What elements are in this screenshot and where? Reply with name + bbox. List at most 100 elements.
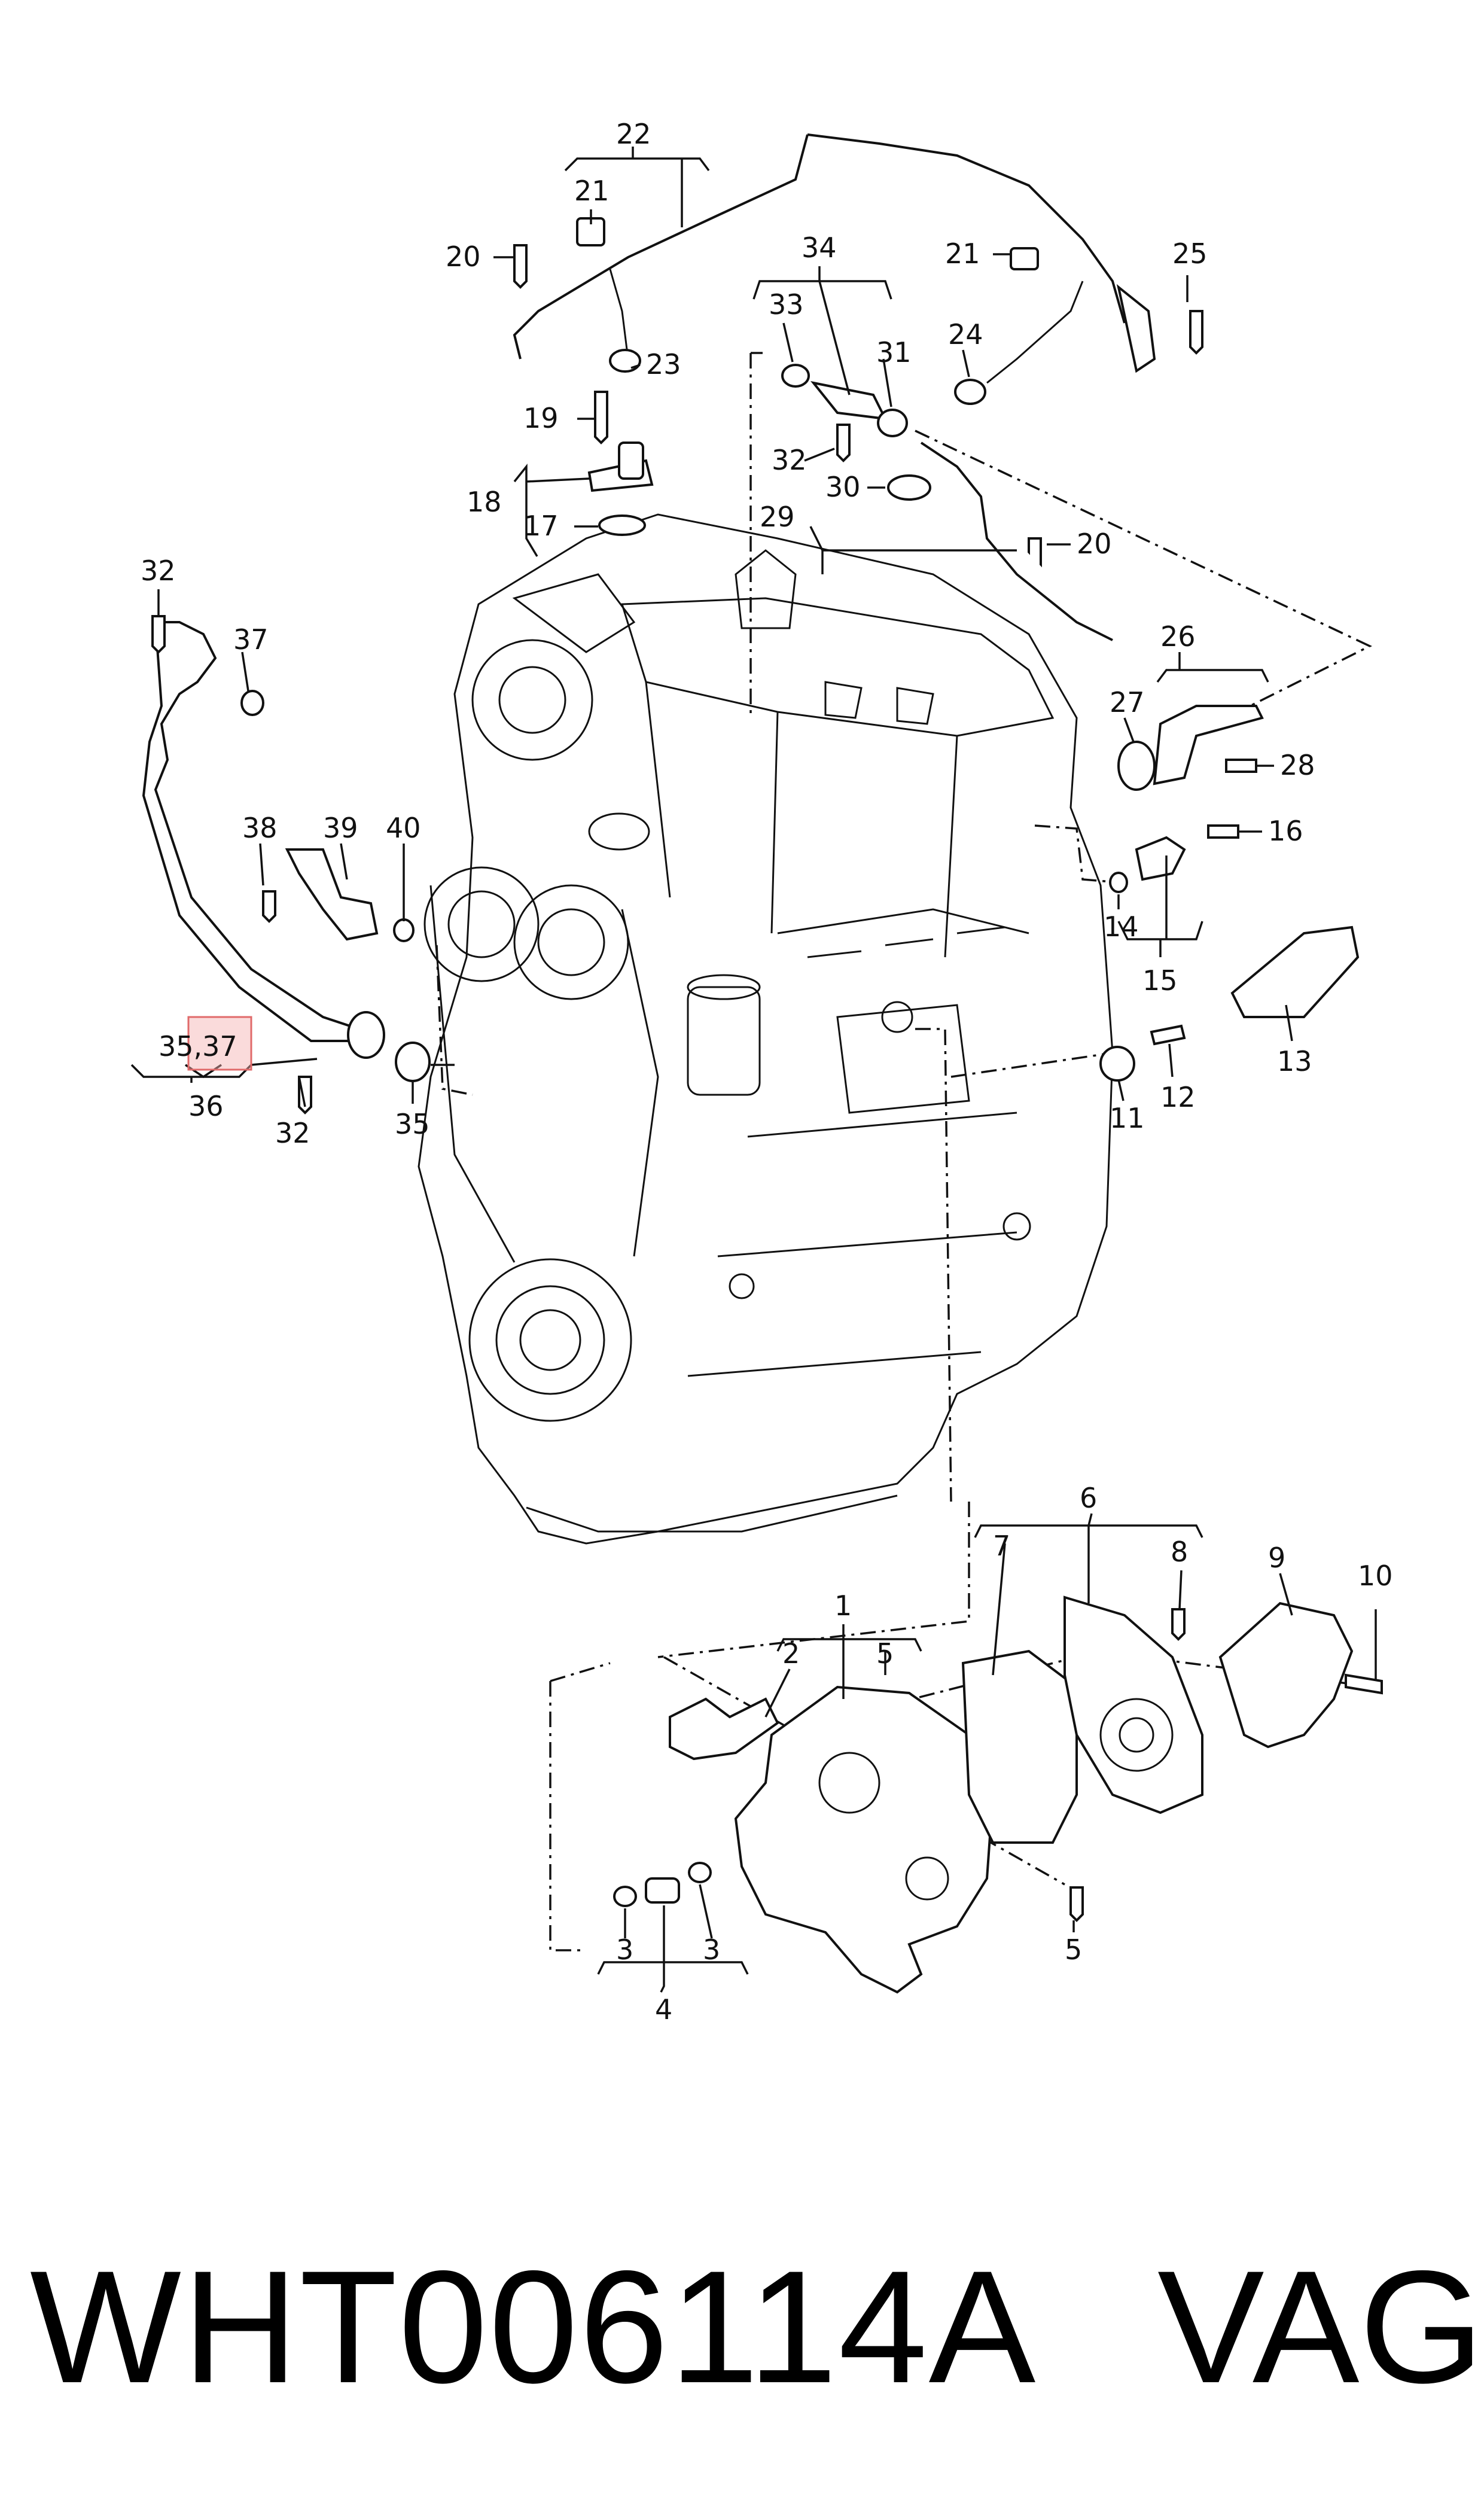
brand-label: VAG (1157, 2237, 1484, 2416)
callout-16: 16 (1268, 815, 1303, 847)
bolt-32a (836, 424, 851, 462)
callout-20a: 20 (446, 240, 481, 273)
callout-40: 40 (386, 812, 421, 844)
sensor-15 (1135, 836, 1186, 881)
callout-24: 24 (948, 318, 983, 351)
callout-11: 11 (1110, 1102, 1145, 1134)
callout-5b: 5 (1065, 1934, 1082, 1966)
ring-3b (688, 1862, 712, 1883)
callout-21b: 21 (945, 238, 980, 270)
clamp-24 (954, 379, 986, 405)
flange-36 (347, 1011, 385, 1059)
bolt-5 (1069, 1886, 1084, 1922)
callout-10: 10 (1358, 1560, 1393, 1592)
gasket-2 (669, 1697, 779, 1761)
callout-13: 13 (1277, 1045, 1312, 1077)
bolt-32b (151, 615, 166, 654)
clamp-23 (609, 349, 641, 373)
callout-39: 39 (323, 812, 358, 844)
leader-lines (435, 352, 1376, 1951)
ring-3a (613, 1886, 637, 1907)
connector-4 (645, 1877, 680, 1904)
bolt-32c (298, 1076, 312, 1115)
callout-8: 8 (1171, 1536, 1188, 1568)
bolt-12 (1150, 1024, 1186, 1046)
clamp-31 (877, 409, 908, 437)
coolant-pipe-22 (513, 134, 809, 360)
flange-26 (1153, 705, 1264, 785)
o-ring-37 (240, 690, 264, 716)
callout-19: 19 (523, 402, 559, 434)
bolt-19 (594, 391, 608, 444)
callout-37: 37 (233, 623, 269, 656)
callout-7: 7 (993, 1530, 1010, 1562)
callout-leaders (130, 147, 1377, 1993)
plug-11 (1099, 1046, 1135, 1082)
callout-14: 14 (1104, 911, 1139, 943)
callout-30: 30 (825, 471, 861, 503)
callout-23: 23 (646, 348, 681, 380)
pipe-29 (920, 442, 1113, 641)
callout-20b: 20 (1077, 528, 1112, 560)
callout-25: 25 (1172, 238, 1208, 270)
callout-33: 33 (769, 288, 804, 321)
connector-39 (285, 848, 379, 941)
parts-diagram: 22 21 20 23 19 18 17 34 33 31 32 30 29 2… (130, 118, 1393, 2026)
callout-6: 6 (1080, 1482, 1097, 1514)
clip-21b (1010, 247, 1039, 270)
seal-27 (1117, 741, 1156, 791)
callout-2: 2 (782, 1637, 800, 1670)
housing-1 (734, 1685, 995, 1994)
callout-34: 34 (802, 232, 837, 264)
callout-9: 9 (1268, 1542, 1285, 1574)
callout-31: 31 (876, 336, 912, 369)
callout-15: 15 (1142, 964, 1178, 997)
o-ring-33 (781, 364, 810, 388)
callout-17: 17 (523, 510, 559, 542)
ring-14 (1109, 872, 1128, 893)
o-ring-40 (393, 918, 415, 942)
parts (142, 133, 1383, 1994)
callout-22: 22 (616, 118, 651, 150)
gasket-7 (961, 1649, 1078, 1844)
callout-3a: 3 (616, 1934, 633, 1966)
coolant-line-upper (807, 133, 1126, 324)
highlight-box (187, 1016, 252, 1071)
hose-end-25 (1116, 284, 1156, 373)
bolt-10 (1345, 1673, 1383, 1695)
hose-36 (142, 621, 360, 1042)
callout-18: 18 (467, 486, 502, 518)
callout-1: 1 (834, 1590, 852, 1622)
callout-32c: 32 (275, 1117, 310, 1149)
callout-21a: 21 (574, 175, 610, 207)
o-ring-17 (598, 514, 646, 536)
callout-35-37: 35,37 (159, 1030, 237, 1062)
bolt-25 (1189, 310, 1203, 355)
bolt-8 (1171, 1608, 1186, 1641)
engine-block (418, 513, 1114, 1545)
callout-32b: 32 (141, 555, 176, 587)
bolt-16 (1207, 824, 1239, 839)
bolt-28 (1225, 759, 1257, 773)
callout-32a: 32 (772, 444, 807, 476)
pump-6 (1064, 1596, 1203, 1814)
callout-28: 28 (1280, 749, 1315, 781)
callout-36: 36 (188, 1090, 224, 1122)
callout-38: 38 (242, 812, 278, 844)
callout-27: 27 (1110, 686, 1145, 718)
bolt-20a (513, 244, 528, 289)
callouts: 22 21 20 23 19 18 17 34 33 31 32 30 29 2… (141, 118, 1393, 2026)
callout-12: 12 (1160, 1081, 1196, 1113)
callout-29: 29 (760, 501, 795, 533)
clamp-30 (887, 474, 931, 501)
callout-5a: 5 (876, 1637, 894, 1670)
callout-35: 35 (395, 1108, 430, 1140)
callout-3b: 3 (703, 1934, 720, 1966)
callout-4: 4 (655, 1993, 672, 2026)
cap-13 (1230, 925, 1360, 1018)
connector-34 (810, 380, 888, 421)
cover-9 (1218, 1601, 1354, 1749)
callout-26: 26 (1160, 620, 1196, 653)
o-ring-35 (395, 1042, 431, 1082)
bolt-38 (262, 890, 276, 923)
